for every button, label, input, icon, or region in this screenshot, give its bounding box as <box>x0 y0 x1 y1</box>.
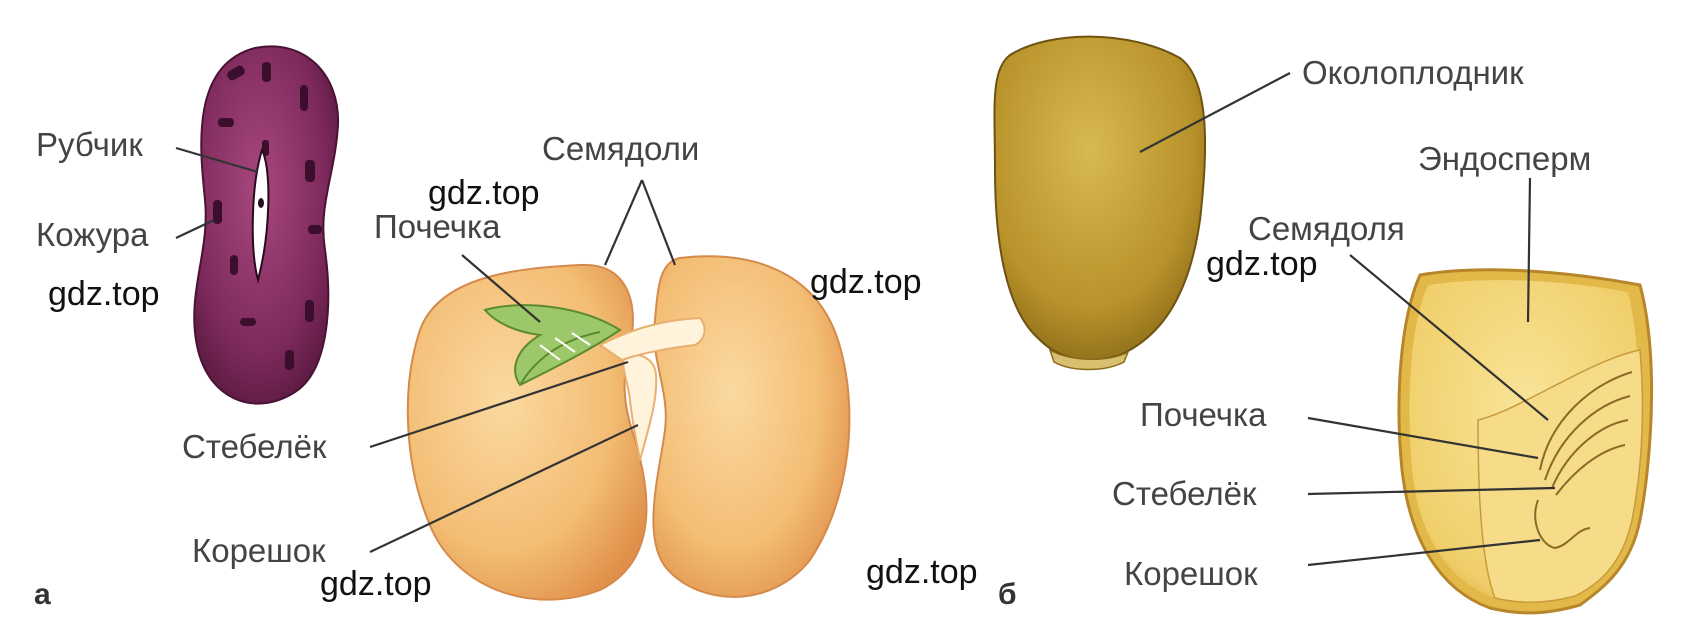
embryo-connector <box>598 316 706 362</box>
leader-hilum <box>175 146 259 174</box>
watermark: gdz.top <box>866 553 978 591</box>
panel-letter-b: б <box>998 578 1017 611</box>
leader-root <box>369 424 639 553</box>
label-seed-coat: Кожура <box>36 216 149 253</box>
plumule-leaves <box>483 304 622 387</box>
bean-micropyle <box>258 198 264 208</box>
leader-stem <box>369 360 629 449</box>
embryo-stem-root <box>622 353 658 461</box>
watermark: gdz.top <box>48 275 160 313</box>
bean-spots <box>213 62 322 370</box>
leader-lines <box>175 72 1556 567</box>
bean-seed-opened <box>406 255 851 601</box>
leader-seed-coat <box>175 219 215 239</box>
corn-pericarp <box>993 35 1207 361</box>
leader-stem-b <box>1307 486 1556 496</box>
right-cotyledon <box>652 255 851 598</box>
label-root-b: Корешок <box>1124 555 1258 592</box>
leader-cotyledons-right <box>640 179 677 266</box>
embryo-region <box>1477 349 1644 603</box>
watermark: gdz.top <box>1206 245 1318 283</box>
bean-hilum <box>251 147 270 284</box>
leader-cotyledons-left <box>603 179 644 266</box>
leader-cotyledon <box>1349 254 1549 421</box>
leader-pericarp <box>1139 72 1291 153</box>
label-pericarp: Околоплодник <box>1302 54 1524 91</box>
label-hilum: Рубчик <box>36 126 143 163</box>
leader-plumule-b <box>1307 416 1539 460</box>
label-root: Корешок <box>192 532 326 569</box>
corn-kernel-section <box>1397 268 1654 615</box>
panel-letter-a: а <box>34 578 51 611</box>
label-plumule: Почечка <box>374 208 501 245</box>
watermark: gdz.top <box>320 565 432 603</box>
corn-kernel-whole <box>993 35 1207 371</box>
bean-seed-whole <box>193 45 340 405</box>
watermark: gdz.top <box>810 263 922 301</box>
leader-endosperm <box>1526 177 1532 323</box>
label-endosperm: Эндосперм <box>1418 140 1592 177</box>
corn-tip <box>1048 348 1130 371</box>
label-plumule-b: Почечка <box>1140 396 1267 433</box>
label-cotyledons: Семядоли <box>542 130 700 167</box>
label-stem-b: Стебелёк <box>1112 475 1257 512</box>
leader-plumule <box>461 254 541 323</box>
watermark: gdz.top <box>428 174 540 212</box>
leader-root-b <box>1307 538 1541 567</box>
label-cotyledon: Семядоля <box>1248 210 1405 247</box>
label-stem: Стебелёк <box>182 428 327 465</box>
